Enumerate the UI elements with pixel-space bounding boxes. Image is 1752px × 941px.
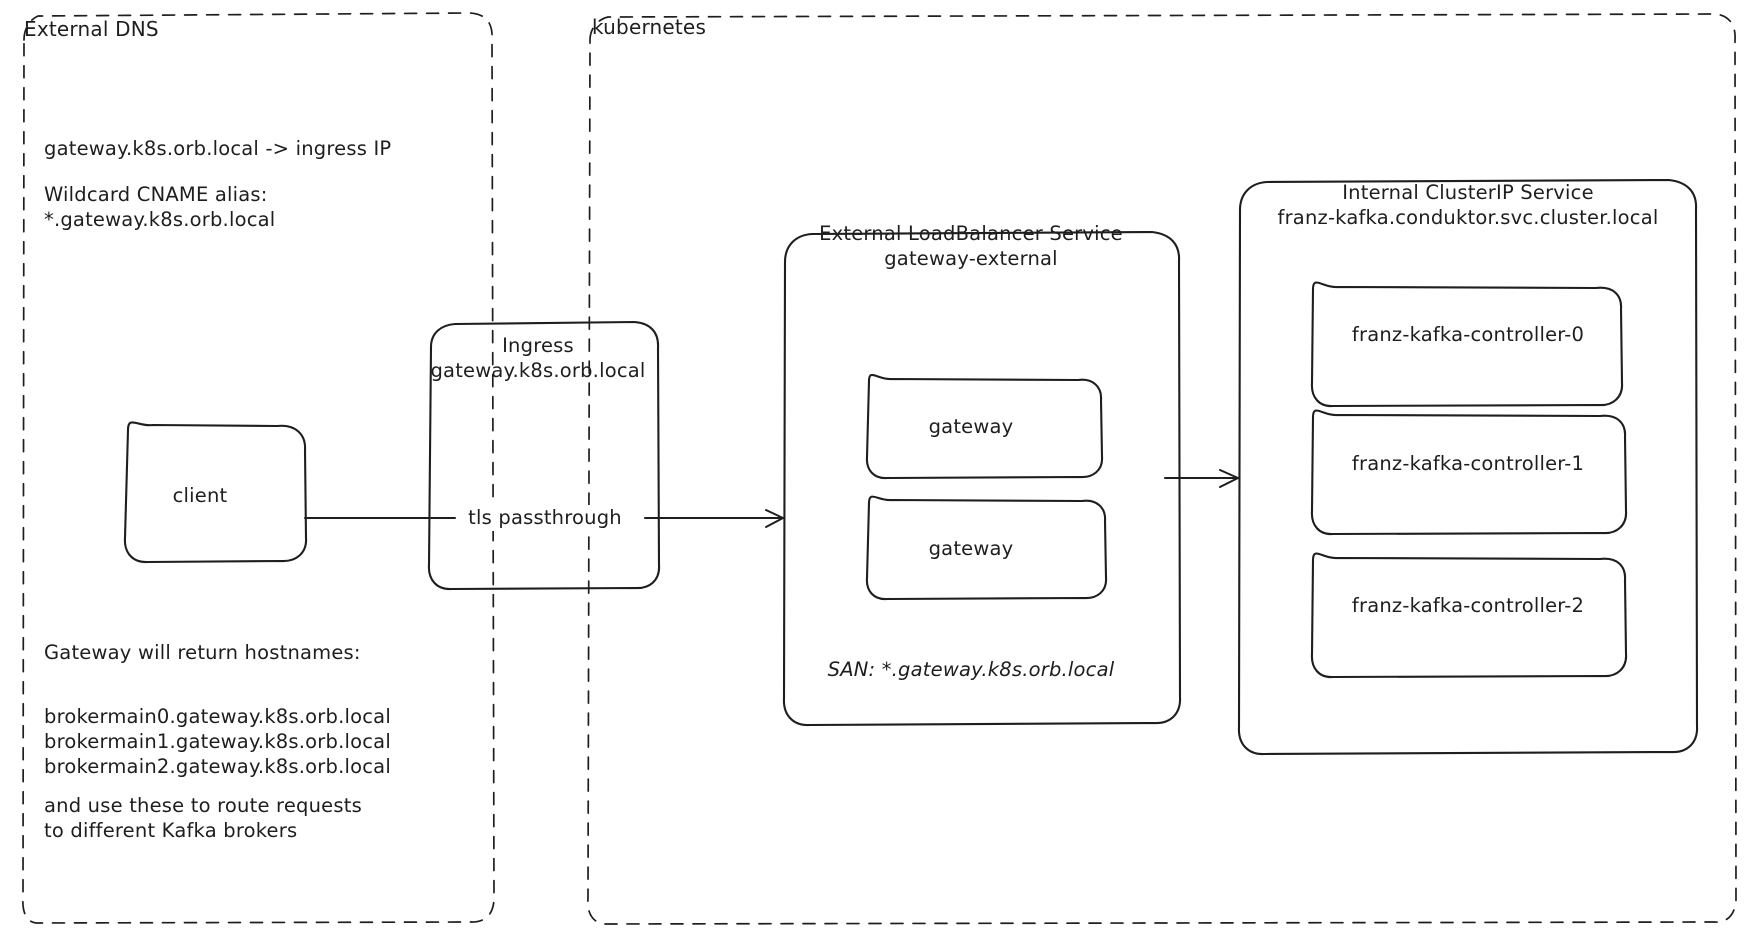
note-routing-line-2: to different Kafka brokers (44, 819, 298, 842)
node-gateway-pod-2-label[interactable]: gateway (928, 537, 1014, 560)
node-client-label[interactable]: client (172, 484, 228, 507)
node-loadbalancer-title[interactable]: External LoadBalancer Service (819, 222, 1123, 245)
edge-lb-to-clusterip (1164, 469, 1239, 488)
note-hostname-2: brokermain2.gateway.k8s.orb.local (44, 755, 391, 778)
note-routing-line-1: and use these to route requests (44, 794, 362, 817)
group-label-kubernetes: kubernetes (592, 15, 707, 39)
note-hostnames-heading: Gateway will return hostnames: (44, 641, 361, 664)
node-controller-2-label[interactable]: franz-kafka-controller-2 (1351, 594, 1585, 617)
group-label-external-dns: External DNS (24, 17, 159, 41)
note-hostname-1: brokermain1.gateway.k8s.orb.local (44, 730, 391, 753)
node-ingress-host[interactable]: gateway.k8s.orb.local (430, 359, 646, 382)
node-controller-0-label[interactable]: franz-kafka-controller-0 (1351, 323, 1585, 346)
node-clusterip-host[interactable]: franz-kafka.conduktor.svc.cluster.local (1277, 206, 1659, 229)
node-loadbalancer-border (782, 230, 1182, 727)
node-loadbalancer-san: SAN: *.gateway.k8s.orb.local (827, 658, 1115, 681)
node-ingress-title[interactable]: Ingress (502, 334, 574, 357)
node-loadbalancer-name[interactable]: gateway-external (884, 247, 1058, 270)
note-wildcard-heading: Wildcard CNAME alias: (44, 183, 268, 206)
node-gateway-pod-1-label[interactable]: gateway (928, 415, 1014, 438)
note-hostname-0: brokermain0.gateway.k8s.orb.local (44, 705, 391, 728)
note-dns-mapping: gateway.k8s.orb.local -> ingress IP (44, 137, 392, 160)
node-clusterip-title[interactable]: Internal ClusterIP Service (1342, 181, 1594, 204)
edge-label-tls-passthrough: tls passthrough (466, 505, 624, 531)
note-wildcard-value: *.gateway.k8s.orb.local (44, 208, 276, 231)
node-controller-1-label[interactable]: franz-kafka-controller-1 (1351, 452, 1585, 475)
